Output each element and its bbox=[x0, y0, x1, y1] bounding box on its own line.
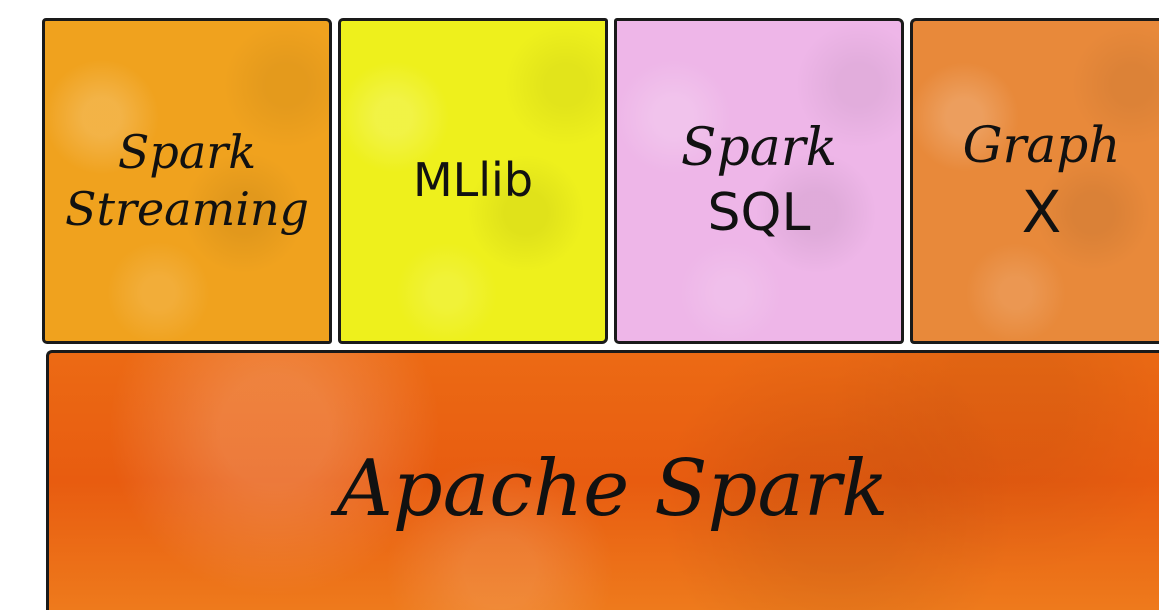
spark-streaming-box: Spark Streaming bbox=[42, 18, 332, 344]
spark-sql-label-line2: SQL bbox=[707, 183, 811, 243]
apache-spark-core-box: Apache Spark bbox=[46, 350, 1159, 610]
apache-spark-label: Apache Spark bbox=[336, 443, 889, 534]
spark-streaming-label-line2: Streaming bbox=[64, 182, 310, 236]
spark-streaming-label-line1: Spark bbox=[117, 124, 257, 179]
mllib-label: MLlib bbox=[412, 153, 534, 208]
spark-sql-box: Spark SQL bbox=[614, 18, 904, 344]
graphx-label-line1: Graph bbox=[962, 115, 1121, 174]
spark-sql-label-line1: Spark bbox=[680, 118, 838, 178]
graphx-box: Graph X bbox=[910, 18, 1159, 344]
mllib-box: MLlib bbox=[338, 18, 608, 344]
graphx-label-line2: X bbox=[1021, 178, 1062, 246]
